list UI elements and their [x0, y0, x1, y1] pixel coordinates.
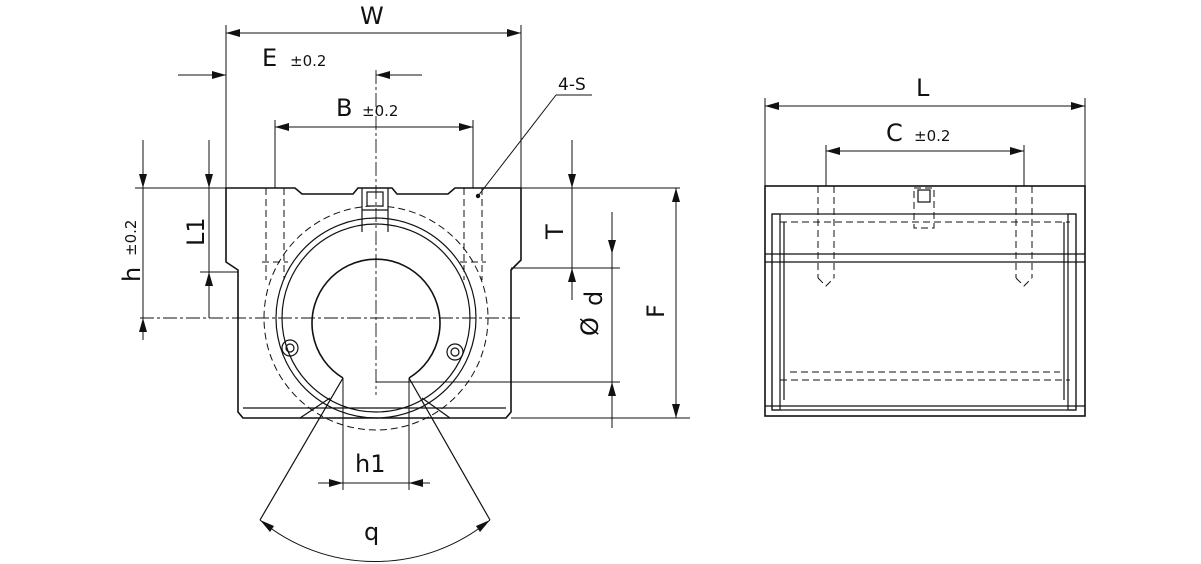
dim-q-label: q: [364, 518, 379, 546]
left-bolt-hole: [262, 188, 288, 280]
dim-h-tol: ±0.2: [122, 220, 140, 256]
dim-F-label: F: [642, 304, 670, 318]
side-view: [764, 185, 1086, 417]
dim-h1-label: h1: [355, 450, 385, 478]
side-housing: [764, 185, 1086, 417]
dim-C-label: C: [886, 119, 903, 147]
dim-C-tol: ±0.2: [914, 127, 950, 145]
dim-L-label: L: [916, 74, 930, 102]
dim-T-label: T: [541, 224, 569, 240]
dim-B-tol: ±0.2: [362, 102, 398, 120]
dim-h-label: h: [118, 267, 146, 282]
dim-E-label: E: [262, 44, 277, 72]
dim-d-symbol: Ø: [576, 317, 604, 336]
side-dimensions: L C ±0.2: [764, 74, 1086, 186]
front-view: [140, 70, 522, 521]
right-bolt-hole: [460, 188, 486, 280]
dim-d-label: d: [580, 291, 608, 306]
dim-S-label: 4-S: [558, 75, 586, 95]
lube-port: [361, 188, 389, 232]
dim-B-label: B: [336, 94, 352, 122]
housing-outline: [225, 187, 522, 419]
retaining-clips: [281, 339, 464, 361]
dim-L1-label: L1: [182, 217, 210, 246]
open-sector: [259, 377, 491, 521]
front-dimensions: W E ±0.2 B ±0.2 4-S h ±0.2 L1: [118, 2, 690, 562]
dim-E-tol: ±0.2: [290, 52, 326, 70]
dim-W-label: W: [360, 2, 384, 30]
